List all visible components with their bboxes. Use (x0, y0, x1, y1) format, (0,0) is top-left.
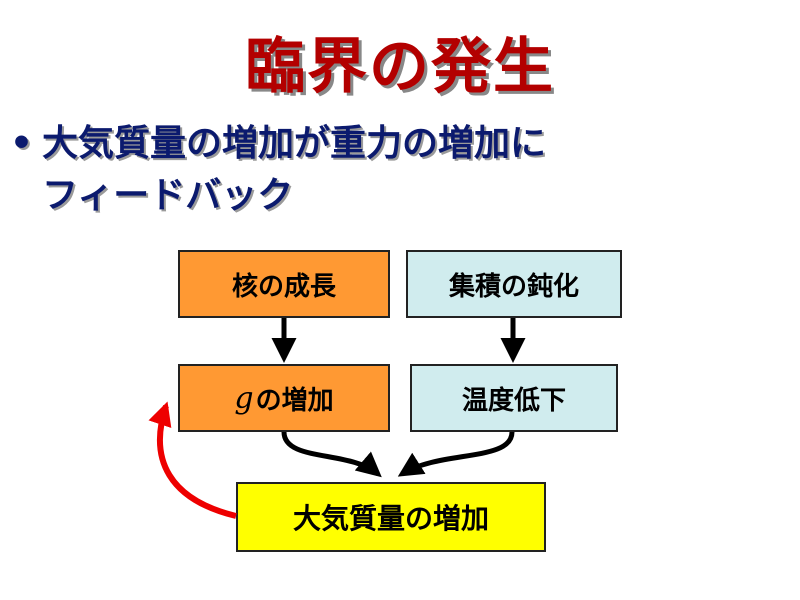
atmosphere-mass-increase-label: 大気質量の増加 (292, 502, 489, 535)
gravity-increase-label: の増加 (255, 385, 334, 416)
arrow-gravity-to-atmosphere (281, 431, 382, 478)
atmosphere-mass-increase-box: 大気質量の増加 (236, 482, 546, 552)
gravity-symbol: g (234, 380, 254, 416)
temperature-drop-box: 温度低下 (410, 364, 618, 432)
accretion-slowdown-box: 集積の鈍化 (406, 250, 622, 318)
feedback-arrow (148, 401, 237, 519)
arrow-temperature-to-atmosphere (397, 431, 515, 477)
bullet-point: • 大気質量の増加が重力の増加に フィードバック (10, 118, 770, 222)
slide-title: 臨界の発生 (245, 32, 555, 102)
core-growth-label: 核の成長 (231, 271, 336, 302)
bullet-dot: • (10, 123, 34, 164)
accretion-slowdown-label: 集積の鈍化 (448, 271, 579, 302)
temperature-drop-label: 温度低下 (461, 385, 566, 416)
core-growth-box: 核の成長 (178, 250, 390, 318)
bullet-text: 大気質量の増加が重力の増加に フィードバック (42, 123, 547, 216)
